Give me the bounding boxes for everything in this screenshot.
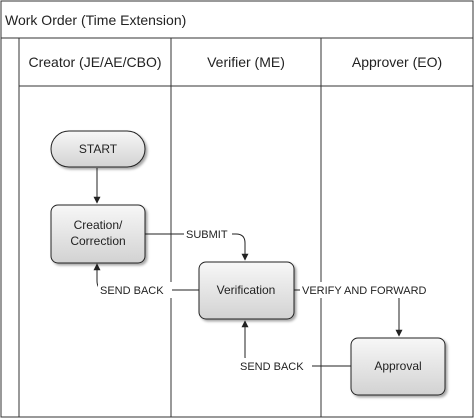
edge-submit [145,233,249,261]
pool-title: Work Order (Time Extension) [5,12,186,28]
edge-send-back-2-label-bg [238,358,312,374]
node-approval-label: Approval [374,359,421,373]
lane-header-creator: Creator (JE/AE/CBO) [28,54,161,70]
node-start-label: START [79,142,118,156]
edge-send-back-2-label: SEND BACK [240,361,304,373]
lane-header-approver: Approver (EO) [352,54,442,70]
edge-verify-forward-label-bg [300,282,439,298]
edge-send-back-1-label-bg [98,282,172,298]
node-approval[interactable]: Approval [350,337,446,396]
node-verification[interactable]: Verification [198,261,295,320]
node-creation-line1: Creation/ [74,218,123,232]
node-start[interactable]: START [50,130,146,168]
node-creation[interactable]: Creation/ Correction [50,204,146,264]
node-verification-label: Verification [217,283,276,297]
edge-submit-label: SUBMIT [186,229,228,241]
edge-send-back-1-label: SEND BACK [100,285,164,297]
node-creation-line2: Correction [70,234,125,248]
edge-submit-label-bg [184,226,232,242]
edge-verify-forward-label: VERIFY AND FORWARD [302,285,427,297]
lane-header-verifier: Verifier (ME) [207,54,285,70]
